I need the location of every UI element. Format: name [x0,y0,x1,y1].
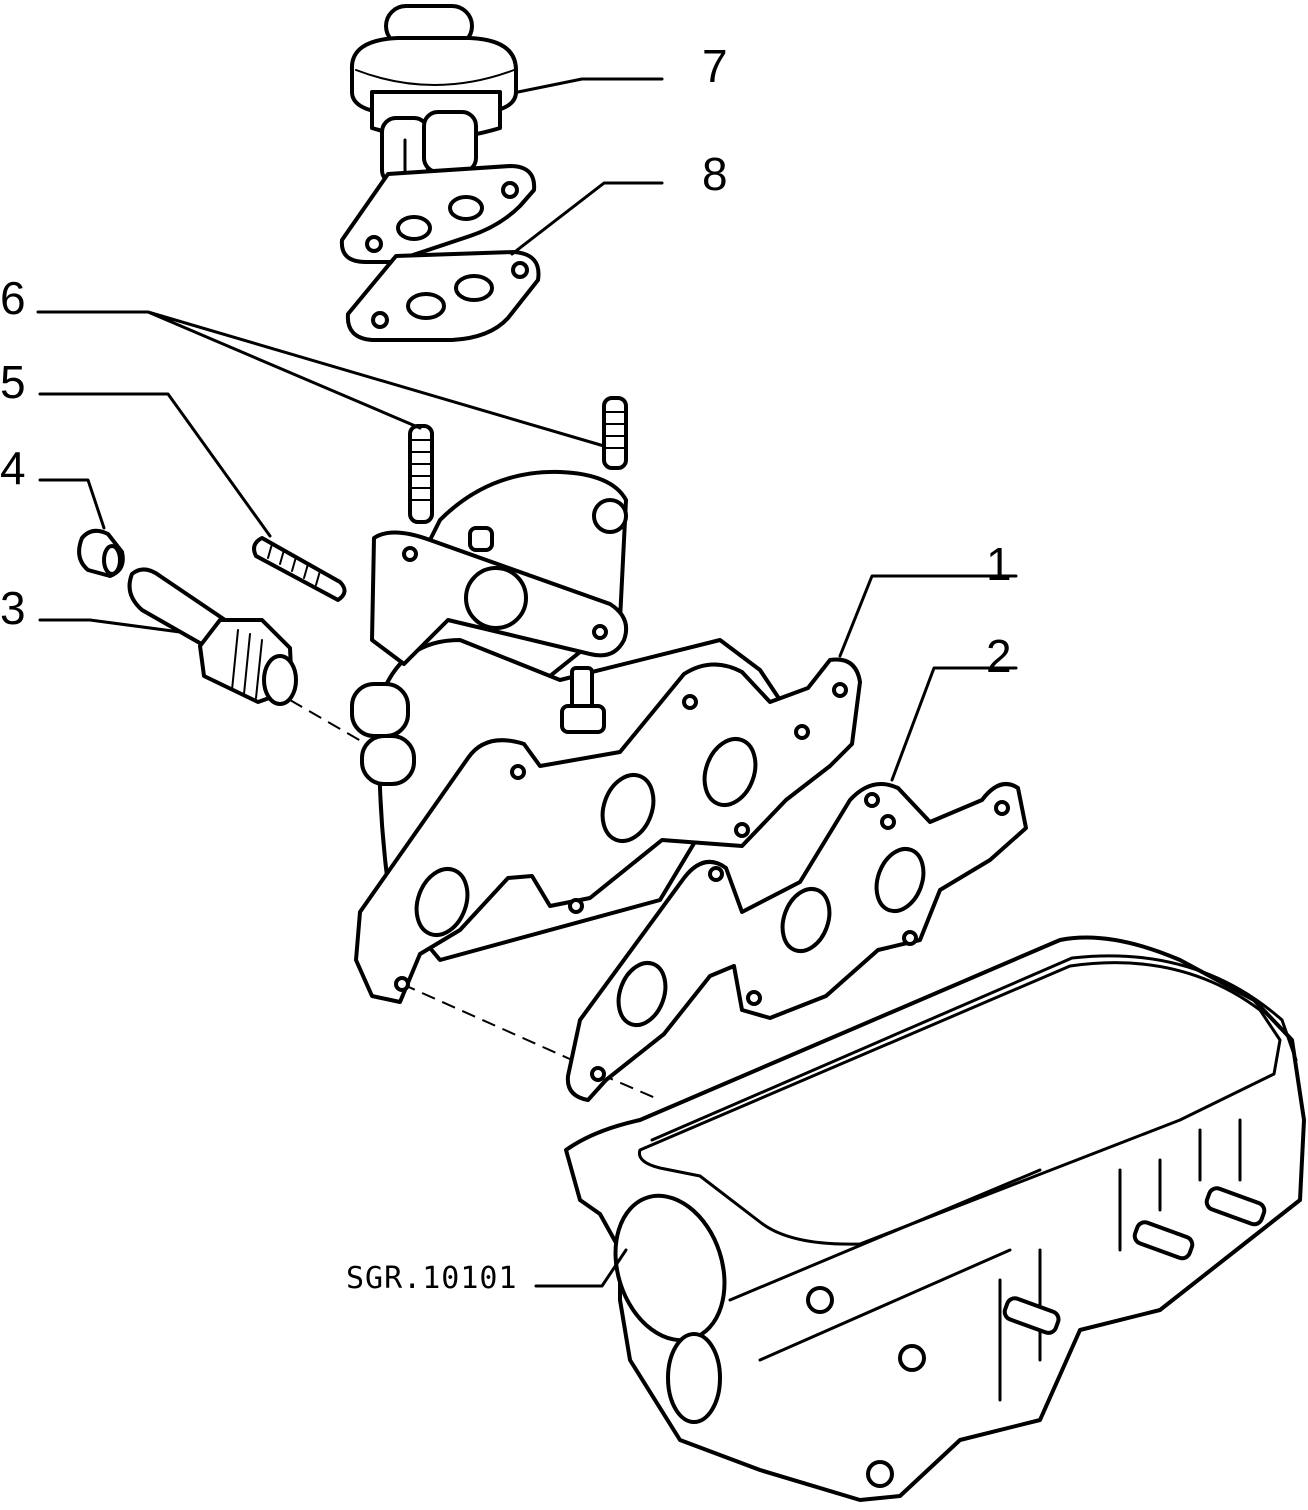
callout-7: 7 [702,40,728,92]
callout-3: 3 [0,582,26,634]
callout-8: 8 [702,148,728,200]
leader-line-6 [36,310,606,448]
part-8-lower-gasket [345,250,541,342]
part-8-upper-gasket [339,164,537,264]
leader-line-5 [38,392,272,538]
part-2-gasket [565,782,1028,1102]
callout-4: 4 [0,442,26,494]
reference-code: SGR.10101 [346,1261,518,1296]
leader-line-ref [534,1248,628,1288]
part-4-plug [77,528,125,578]
leader-line-1 [838,574,1018,658]
callout-5: 5 [0,356,26,408]
callout-6: 6 [0,272,26,324]
callout-2: 2 [986,630,1012,682]
part-5-stud [252,536,347,602]
leader-line-7 [516,77,664,94]
part-6-stud-left [408,424,434,524]
alignment-line-manifold [401,983,573,1061]
part-6-stud-right [602,396,628,470]
leader-line-8 [510,181,664,256]
alignment-line-fitting [289,699,381,753]
cylinder-head [564,935,1306,1502]
leader-line-3 [38,618,182,634]
part-3-fitting [127,567,298,706]
part-1-manifold [350,469,862,1004]
leader-line-2 [890,666,1018,782]
callout-1: 1 [986,538,1012,590]
leader-line-4 [38,478,106,530]
part-7-valve [349,4,518,186]
